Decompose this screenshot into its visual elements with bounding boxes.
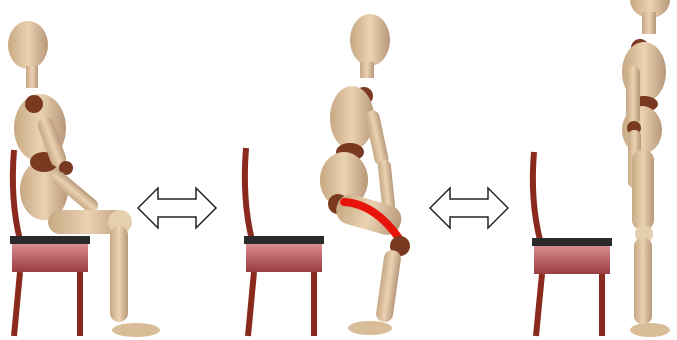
squat-pose-figure (230, 0, 430, 340)
chair-seat (246, 244, 322, 272)
chair-back (13, 150, 20, 240)
chair-leg (14, 272, 20, 336)
mannequin-joint (25, 95, 43, 113)
standing-pose-figure (510, 0, 677, 340)
chair-leg (536, 274, 542, 336)
double-arrow-icon (136, 186, 218, 230)
mannequin-neck (642, 12, 656, 34)
standing-pose-panel (510, 0, 677, 340)
chair-seat (12, 244, 88, 272)
chair-back (533, 152, 540, 240)
double-arrow-icon (428, 186, 510, 230)
mannequin-foot (112, 323, 160, 337)
chair-leg (248, 272, 254, 336)
chair-seat (534, 246, 610, 274)
chair-back (245, 148, 252, 240)
mannequin-foot (630, 323, 670, 337)
mannequin-neck (360, 62, 374, 78)
mannequin-shin (110, 226, 128, 322)
mannequin-upper-arm (626, 66, 640, 126)
mannequin-shin (375, 249, 402, 323)
chair-cushion (532, 238, 612, 246)
mannequin-thigh (632, 150, 654, 230)
chair-cushion (244, 236, 324, 244)
chair-cushion (10, 236, 90, 244)
mannequin-head (8, 21, 48, 69)
sitting-pose-panel (0, 0, 180, 340)
mannequin-foot (348, 321, 392, 335)
mannequin-head (350, 14, 390, 66)
mannequin-neck (26, 66, 38, 88)
mannequin-shin (634, 238, 652, 324)
squat-pose-panel (230, 0, 430, 340)
sitting-pose-figure (0, 0, 180, 340)
